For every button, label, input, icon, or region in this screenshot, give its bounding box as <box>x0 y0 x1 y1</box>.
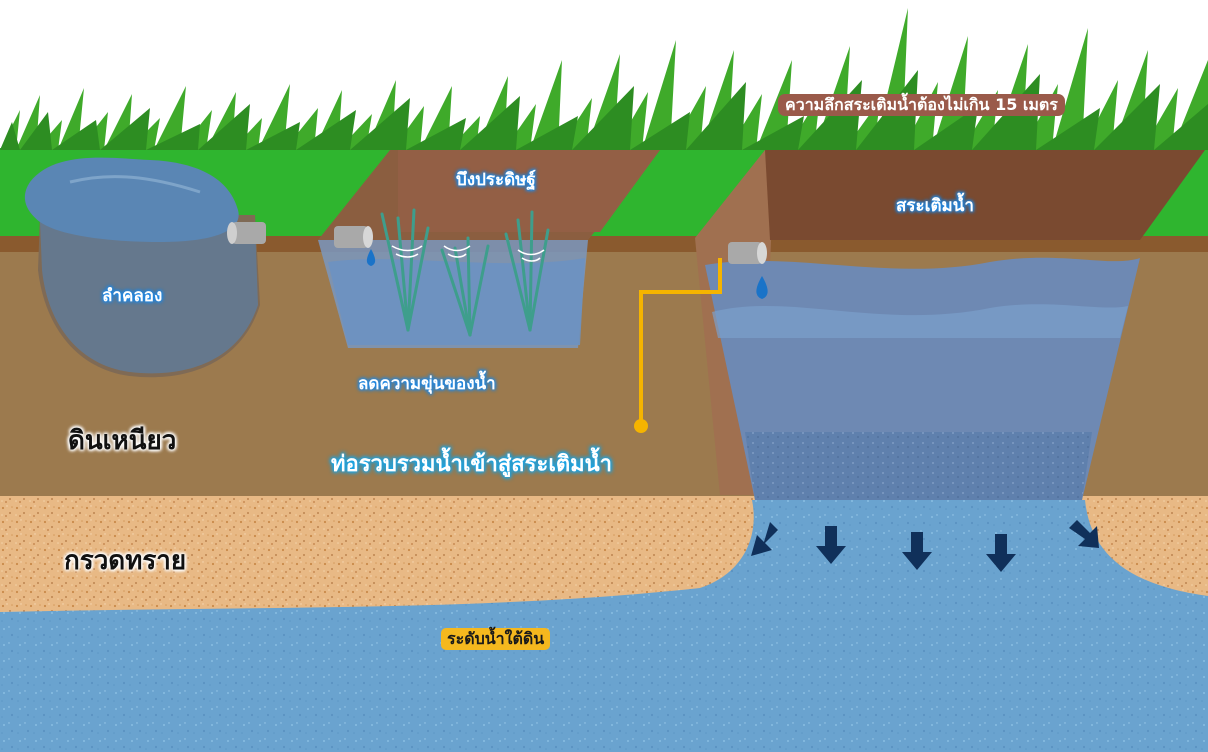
clay-layer-label: ดินเหนียว <box>68 426 177 456</box>
wetland-reeds <box>380 208 550 337</box>
down-arrow-icon <box>816 526 846 564</box>
canal-label: ลำคลอง <box>102 286 163 306</box>
collection-pipe-line <box>639 258 722 426</box>
water-drop-icon <box>756 276 768 299</box>
collection-pipe-end <box>634 419 648 433</box>
pond-back-wall <box>765 150 1205 240</box>
wetland-back-wall-shade <box>398 150 660 232</box>
down-right-arrow-icon <box>1069 520 1099 548</box>
groundwater-level-label: ระดับน้ำใต้ดิน <box>441 628 551 651</box>
canal-outlet-pipe <box>227 222 266 244</box>
down-left-arrow-icon <box>751 522 778 556</box>
pond-gravel-bottom <box>745 432 1092 500</box>
grass-blades-dark <box>0 70 1208 150</box>
wetland-inlet-pipe <box>334 226 373 248</box>
collection-pipe-label: ท่อรวบรวมน้ำเข้าสู่สระเติมน้ำ <box>331 452 613 477</box>
down-arrow-icon <box>986 534 1016 572</box>
recharge-pond-label: สระเติมน้ำ <box>896 196 974 216</box>
sand-gravel-layer-label: กรวดทราย <box>64 546 187 576</box>
pond-inlet-pipe <box>728 242 767 264</box>
canal-water-ripple <box>69 175 201 194</box>
turbidity-label: ลดความขุ่นของน้ำ <box>358 374 496 394</box>
splash-marks <box>391 245 545 262</box>
groundwater-body <box>0 500 1208 752</box>
water-drop-icon <box>366 249 376 266</box>
depth-limit-note: ความลึกสระเติมน้ำต้องไม่เกิน 15 เมตร <box>778 94 1065 117</box>
canal-water <box>40 222 258 374</box>
infiltration-arrows <box>751 520 1099 572</box>
grass-blades <box>0 8 1208 150</box>
down-arrow-icon <box>902 532 932 570</box>
pond-water-band <box>712 304 1128 338</box>
wetland-label: บึงประดิษฐ์ <box>456 170 536 190</box>
wetland-water <box>328 258 585 345</box>
